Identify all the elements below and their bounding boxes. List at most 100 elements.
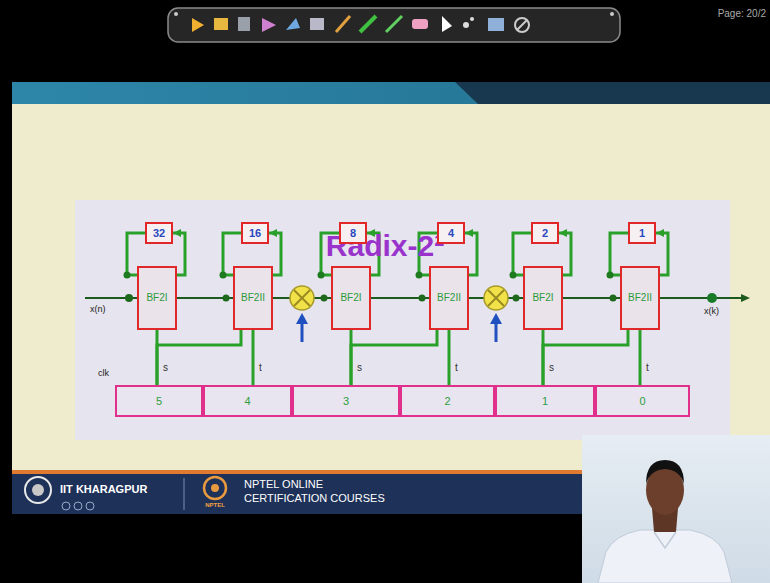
block-name: BF2I bbox=[146, 293, 167, 303]
iit-logo bbox=[25, 477, 51, 503]
output-arrowhead bbox=[741, 294, 750, 302]
butterfly-block: BF2I bbox=[331, 266, 371, 330]
footer-divider bbox=[184, 478, 185, 510]
bit-index: 0 bbox=[639, 396, 645, 407]
delay-length: 4 bbox=[448, 228, 454, 239]
course-banner: CERTIFICATION COURSES bbox=[244, 492, 385, 504]
butterfly-block: BF2I bbox=[523, 266, 563, 330]
counter-bit: 5 bbox=[115, 385, 203, 417]
wire-path bbox=[543, 330, 628, 385]
junction-dot bbox=[321, 295, 328, 302]
junction-dot bbox=[220, 272, 227, 279]
annotation-toolbar bbox=[168, 8, 620, 42]
toolbar-icon bbox=[488, 18, 504, 31]
butterfly-block: BF2II bbox=[620, 266, 660, 330]
delay-length: 8 bbox=[350, 228, 356, 239]
delay-register: 2 bbox=[531, 222, 559, 244]
signal-name: x(k) bbox=[704, 307, 719, 317]
multiplier-cross bbox=[488, 290, 504, 306]
toolbar-icon bbox=[238, 17, 250, 31]
block-name: BF2I bbox=[532, 293, 553, 303]
control-wire bbox=[253, 330, 254, 385]
nav-icon bbox=[62, 502, 70, 510]
slide-ground bbox=[12, 104, 770, 470]
multiplier-symbol bbox=[290, 286, 314, 342]
junction-dot bbox=[125, 294, 133, 302]
wire-path bbox=[448, 330, 451, 385]
control-signal-name: s bbox=[162, 362, 169, 373]
toolbar-icon bbox=[515, 18, 529, 32]
logo-core bbox=[211, 484, 219, 492]
arrowhead bbox=[559, 229, 567, 237]
control-signal-name: t bbox=[258, 362, 263, 373]
block-name: BF2II bbox=[241, 293, 265, 303]
logo-caption: NPTEL bbox=[205, 502, 225, 509]
delay-register: 1 bbox=[628, 222, 656, 244]
delay-register: 32 bbox=[145, 222, 173, 244]
toolbar-icon bbox=[610, 12, 614, 16]
bit-index: 5 bbox=[156, 396, 162, 407]
toolbar-icon bbox=[174, 12, 178, 16]
bit-index: 4 bbox=[244, 396, 250, 407]
toolbar-icon bbox=[470, 17, 474, 21]
block-name: BF2I bbox=[340, 293, 361, 303]
toolbar-frame bbox=[168, 8, 620, 42]
counter-bit: 0 bbox=[595, 385, 690, 417]
delay-length: 16 bbox=[249, 228, 261, 239]
wire-path bbox=[157, 330, 241, 385]
speaker-hair bbox=[646, 460, 684, 484]
multiplier-circle bbox=[290, 286, 314, 310]
logo-core bbox=[32, 484, 44, 496]
arrowhead bbox=[269, 229, 277, 237]
twiddle-arrow bbox=[495, 322, 498, 342]
speaker-video bbox=[582, 435, 770, 583]
delay-register: 8 bbox=[339, 222, 367, 244]
toolbar-icon bbox=[262, 18, 276, 32]
block-name: BF2II bbox=[628, 293, 652, 303]
twiddle-arrowhead bbox=[490, 313, 502, 324]
wire-path bbox=[252, 330, 255, 385]
counter-bit: 2 bbox=[400, 385, 495, 417]
diagram-panel bbox=[75, 200, 730, 440]
nav-icon bbox=[86, 502, 94, 510]
delay-register: 16 bbox=[241, 222, 269, 244]
toolbar-icon bbox=[412, 19, 428, 29]
multiplier-cross bbox=[294, 290, 310, 306]
control-signal-name: t bbox=[645, 362, 650, 373]
output-dot bbox=[707, 293, 717, 303]
signal-name: x(n) bbox=[90, 305, 106, 315]
wire-path bbox=[351, 330, 437, 385]
nav-icon bbox=[74, 502, 82, 510]
signal-name: clk bbox=[98, 369, 109, 379]
toolbar-icon bbox=[192, 18, 204, 32]
delay-length: 32 bbox=[153, 228, 165, 239]
speaker-collar bbox=[654, 532, 676, 548]
bit-index: 2 bbox=[444, 396, 450, 407]
bit-index: 1 bbox=[542, 396, 548, 407]
nptel-logo bbox=[204, 477, 226, 499]
footer-icons bbox=[62, 502, 94, 510]
logo-ring bbox=[204, 477, 226, 499]
arrowhead bbox=[173, 229, 181, 237]
counter-bit: 3 bbox=[292, 385, 400, 417]
toolbar-icon bbox=[310, 18, 324, 30]
multiplier-cross bbox=[294, 290, 310, 306]
junction-dot bbox=[124, 272, 131, 279]
control-wire bbox=[351, 330, 437, 385]
delay-length: 2 bbox=[542, 228, 548, 239]
speaker-shirt bbox=[598, 530, 732, 583]
delay-register: 4 bbox=[437, 222, 465, 244]
control-wire bbox=[640, 330, 641, 385]
control-wire bbox=[449, 330, 450, 385]
toolbar-icon bbox=[286, 18, 300, 30]
control-signal-name: s bbox=[356, 362, 363, 373]
control-wire bbox=[157, 330, 241, 385]
multiplier-circle bbox=[484, 286, 508, 310]
junction-dot bbox=[318, 272, 325, 279]
toolbar-icon bbox=[336, 16, 350, 32]
counter-bit: 1 bbox=[495, 385, 595, 417]
twiddle-arrowhead bbox=[296, 313, 308, 324]
course-banner: NPTEL ONLINE bbox=[244, 478, 323, 490]
junction-dot bbox=[610, 295, 617, 302]
